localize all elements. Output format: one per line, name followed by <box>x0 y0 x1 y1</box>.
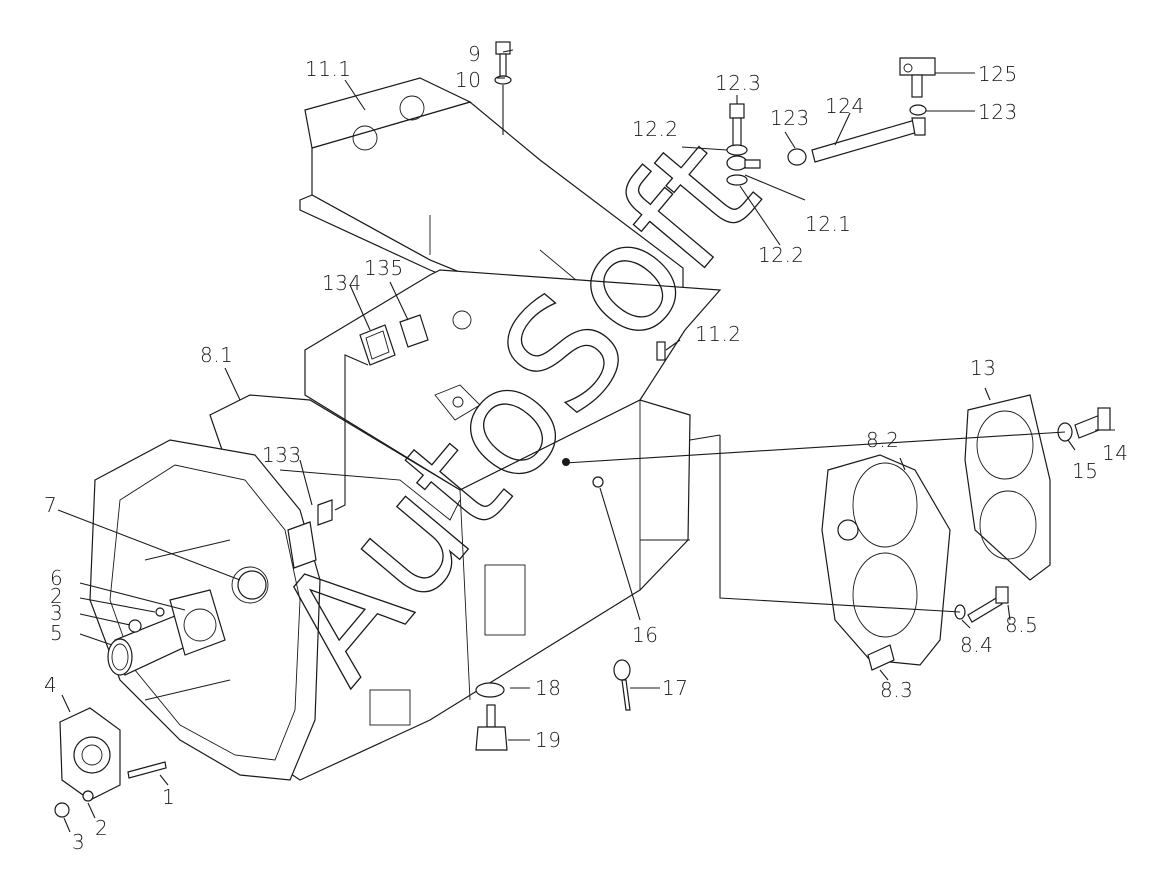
label-123-right: 123 <box>978 100 1018 124</box>
ring-18 <box>475 682 505 698</box>
gasket-135 <box>399 314 429 348</box>
banjo-bolt-12-3 <box>729 103 745 147</box>
dowel-11-2 <box>656 341 666 361</box>
label-9: 9 <box>468 42 481 66</box>
washer-12-2-bottom <box>726 174 748 186</box>
fitting-125 <box>899 57 936 98</box>
label-5: 5 <box>50 621 63 645</box>
bolt-9 <box>495 41 511 77</box>
label-17: 17 <box>662 676 688 700</box>
label-4: 4 <box>44 673 57 697</box>
rear-cover-8-2 <box>821 454 951 666</box>
label-135: 135 <box>364 256 404 280</box>
callout-labels: 9 10 11.1 12.3 12.2 12.1 12.2 123 124 12… <box>44 42 1128 854</box>
label-123-left: 123 <box>770 106 810 130</box>
label-1: 1 <box>162 785 175 809</box>
label-12-3: 12.3 <box>715 71 762 95</box>
gasket-134 <box>359 324 396 366</box>
label-13: 13 <box>970 356 996 380</box>
seal-7 <box>237 570 267 600</box>
label-11-1: 11.1 <box>305 57 352 81</box>
bracket-133 <box>287 499 333 569</box>
label-2-top: 2 <box>50 584 63 608</box>
label-16: 16 <box>632 623 658 647</box>
label-8-4: 8.4 <box>960 633 993 657</box>
label-8-3: 8.3 <box>880 678 913 702</box>
washer-12-2-top <box>726 144 748 156</box>
plug-16 <box>592 476 604 488</box>
dowel-8-3 <box>867 644 895 671</box>
label-125: 125 <box>978 62 1018 86</box>
drain-plug-19 <box>475 704 508 751</box>
nut-3-bottom <box>54 802 70 818</box>
pin-17 <box>613 659 631 711</box>
label-8-1: 8.1 <box>200 343 233 367</box>
nut-3-top <box>128 619 142 633</box>
label-2-bottom: 2 <box>95 816 108 840</box>
label-12-2-bottom: 12.2 <box>758 243 805 267</box>
cover-4 <box>59 707 121 801</box>
banjo-12-1 <box>726 155 761 171</box>
flange-6 <box>169 589 226 656</box>
clamp-123-left <box>787 148 807 166</box>
label-134: 134 <box>322 271 362 295</box>
label-124: 124 <box>825 94 865 118</box>
label-7: 7 <box>44 493 57 517</box>
label-12-1: 12.1 <box>805 212 852 236</box>
clamp-123-right <box>909 104 927 116</box>
bolt-14 <box>1074 407 1111 439</box>
label-8-5: 8.5 <box>1005 613 1038 637</box>
label-8-2: 8.2 <box>866 428 899 452</box>
gasket-13 <box>964 394 1051 581</box>
label-10: 10 <box>455 68 481 92</box>
label-19: 19 <box>535 728 561 752</box>
bolt-8-5 <box>967 586 1009 623</box>
label-133: 133 <box>262 443 302 467</box>
label-14: 14 <box>1102 441 1128 465</box>
stud-1 <box>127 761 167 779</box>
label-18: 18 <box>535 676 561 700</box>
label-15: 15 <box>1072 459 1098 483</box>
label-6: 6 <box>50 566 63 590</box>
leader-lines <box>57 49 1115 833</box>
washer-2-bottom <box>82 790 94 802</box>
label-3-top: 3 <box>50 601 63 625</box>
hose-124 <box>811 117 926 163</box>
label-11-2: 11.2 <box>695 322 742 346</box>
label-3-bottom: 3 <box>72 830 85 854</box>
washer-10 <box>494 75 512 85</box>
label-12-2-top: 12.2 <box>632 117 679 141</box>
washer-2-top <box>155 607 165 617</box>
